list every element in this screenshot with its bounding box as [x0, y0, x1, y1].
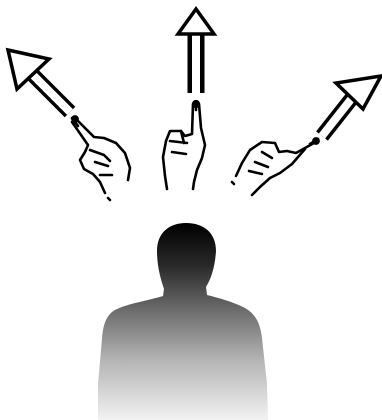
- person-silhouette: [98, 223, 268, 420]
- arrow-up-right-icon: [322, 76, 381, 136]
- hand-pointing-up-left-icon: [72, 116, 130, 200]
- hand-pointing-up-right-icon: [232, 138, 319, 195]
- hand-pointing-up-icon: [163, 101, 205, 189]
- arrow-up-left-icon: [8, 50, 70, 112]
- arrow-up-icon: [178, 9, 214, 93]
